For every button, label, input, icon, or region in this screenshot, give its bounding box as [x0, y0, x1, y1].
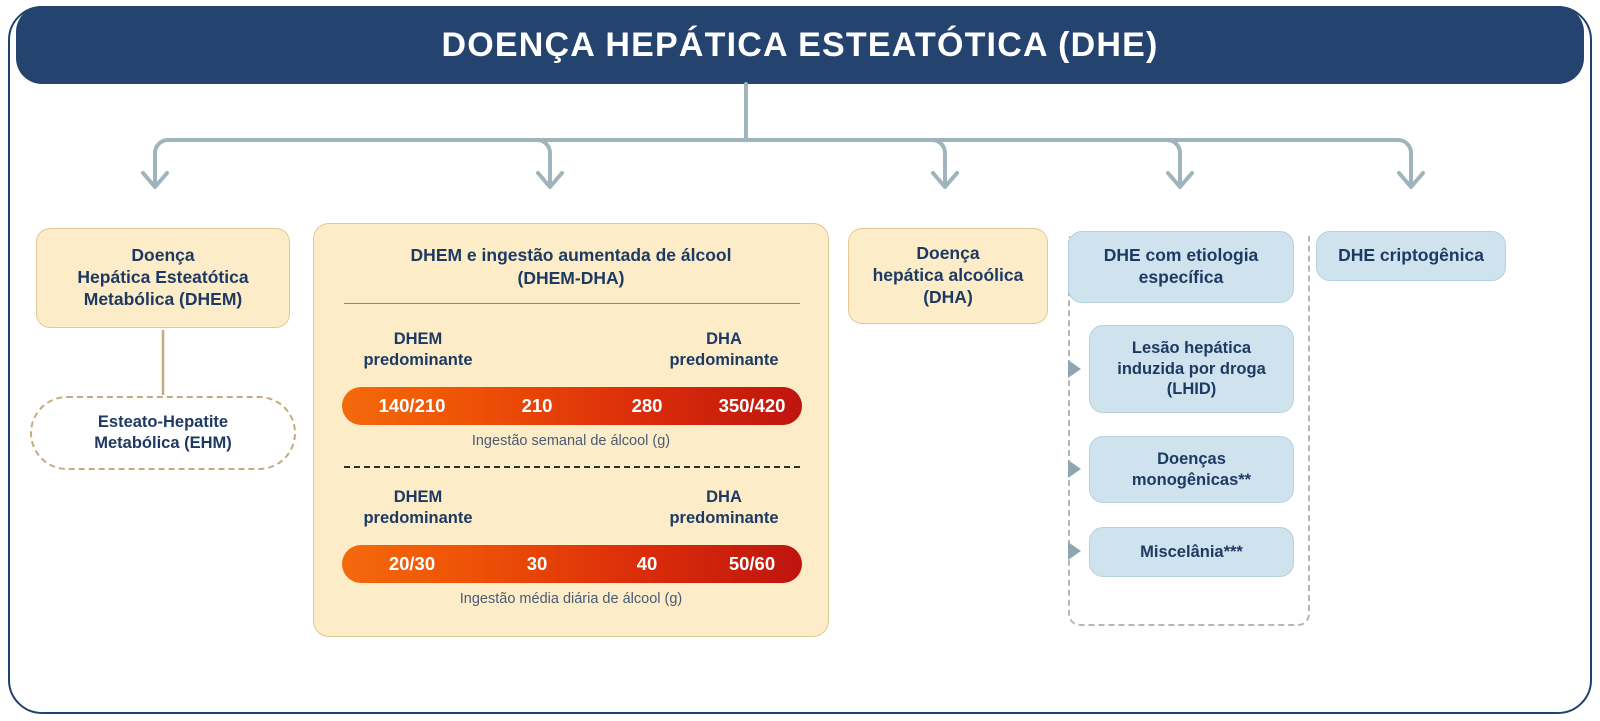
box-specific-etiology[interactable]: DHE com etiologia específica — [1068, 231, 1294, 303]
scale-weekly: DHEM predominante DHA predominante 140/2… — [314, 329, 828, 459]
box-lhid[interactable]: Lesão hepática induzida por droga (LHID) — [1089, 325, 1294, 413]
box-cryptogenic[interactable]: DHE criptogênica — [1316, 231, 1506, 281]
panel-title-line-2: (DHEM-DHA) — [517, 267, 625, 288]
daily-left-line-1: DHEM — [393, 488, 443, 506]
arrow-marker-monogenic — [1068, 460, 1081, 478]
box-cryptogenic-text: DHE criptogênica — [1338, 245, 1484, 266]
etiology-line-2: específica — [1138, 267, 1224, 287]
daily-left-line-2: predominante — [363, 509, 473, 528]
scale-weekly-caption: Ingestão semanal de álcool (g) — [471, 433, 671, 449]
dha-line-2: hepática alcoólica — [872, 265, 1024, 286]
ehm-line-1: Esteato-Hepatite — [97, 412, 229, 431]
box-monogenic-text: Doenças monogênicas** — [1132, 449, 1251, 490]
monogenic-line-2: monogênicas** — [1131, 470, 1252, 489]
weekly-right-line-1: DHA — [706, 330, 742, 348]
dha-line-3: (DHA) — [923, 286, 973, 307]
arrow-marker-misc — [1068, 542, 1081, 560]
box-ehm[interactable]: Esteato-Hepatite Metabólica (EHM) — [30, 396, 296, 470]
box-ehm-text: Esteato-Hepatite Metabólica (EHM) — [94, 412, 232, 455]
scale-daily-caption: Ingestão média diária de álcool (g) — [459, 591, 683, 607]
weekly-left-line-1: DHEM — [393, 330, 443, 348]
scale-weekly-right-label: DHA predominante — [644, 329, 804, 372]
box-dhem-text: Doença Hepática Esteatótica Metabólica (… — [77, 245, 248, 311]
arrow-marker-lhid — [1068, 360, 1081, 378]
box-miscellany[interactable]: Miscelânia*** — [1089, 527, 1294, 577]
weekly-value-2: 210 — [521, 395, 553, 416]
weekly-value-1: 140/210 — [378, 395, 446, 416]
monogenic-line-1: Doenças — [1157, 449, 1226, 468]
weekly-left-line-2: predominante — [363, 351, 473, 370]
daily-value-2: 30 — [526, 553, 548, 574]
panel-divider-solid — [344, 303, 800, 304]
etiology-group-bracket — [1068, 236, 1310, 626]
box-specific-etiology-text: DHE com etiologia específica — [1104, 245, 1259, 289]
gradient-bar-daily[interactable]: 20/30 30 40 50/60 — [342, 545, 802, 583]
box-dhem[interactable]: Doença Hepática Esteatótica Metabólica (… — [36, 228, 290, 328]
panel-title: DHEM e ingestão aumentada de álcool (DHE… — [314, 244, 828, 290]
panel-dhem-dha: DHEM e ingestão aumentada de álcool (DHE… — [313, 223, 829, 637]
box-dha-text: Doença hepática alcoólica (DHA) — [873, 243, 1024, 309]
dha-line-1: Doença — [916, 243, 980, 264]
daily-value-3: 40 — [636, 553, 658, 574]
box-dha[interactable]: Doença hepática alcoólica (DHA) — [848, 228, 1048, 324]
weekly-value-3: 280 — [631, 395, 663, 416]
lhid-line-3: (LHID) — [1166, 380, 1217, 399]
panel-title-line-1: DHEM e ingestão aumentada de álcool — [410, 245, 732, 265]
box-lhid-text: Lesão hepática induzida por droga (LHID) — [1117, 338, 1266, 400]
daily-value-4: 50/60 — [728, 553, 776, 574]
scale-daily: DHEM predominante DHA predominante 20/30… — [314, 487, 828, 617]
page-title: DOENÇA HEPÁTICA ESTEATÓTICA (DHE) — [16, 6, 1584, 84]
dhem-line-2: Hepática Esteatótica — [77, 267, 249, 288]
box-miscellany-text: Miscelânia*** — [1140, 542, 1243, 561]
weekly-value-4: 350/420 — [718, 395, 786, 416]
lhid-line-1: Lesão hepática — [1131, 339, 1252, 358]
panel-divider-dashed — [344, 466, 800, 468]
dhem-line-3: Metabólica (DHEM) — [83, 288, 243, 309]
weekly-right-line-2: predominante — [669, 351, 779, 370]
scale-weekly-left-label: DHEM predominante — [338, 329, 498, 372]
etiology-line-1: DHE com etiologia — [1103, 245, 1259, 266]
daily-right-line-2: predominante — [669, 509, 779, 528]
daily-value-1: 20/30 — [388, 553, 436, 574]
scale-daily-right-label: DHA predominante — [644, 487, 804, 530]
dhem-line-1: Doença — [131, 245, 195, 266]
box-monogenic[interactable]: Doenças monogênicas** — [1089, 436, 1294, 503]
daily-right-line-1: DHA — [706, 488, 742, 506]
lhid-line-2: induzida por droga — [1117, 359, 1266, 378]
scale-daily-left-label: DHEM predominante — [338, 487, 498, 530]
ehm-line-2: Metabólica (EHM) — [94, 434, 232, 452]
gradient-bar-weekly[interactable]: 140/210 210 280 350/420 — [342, 387, 802, 425]
